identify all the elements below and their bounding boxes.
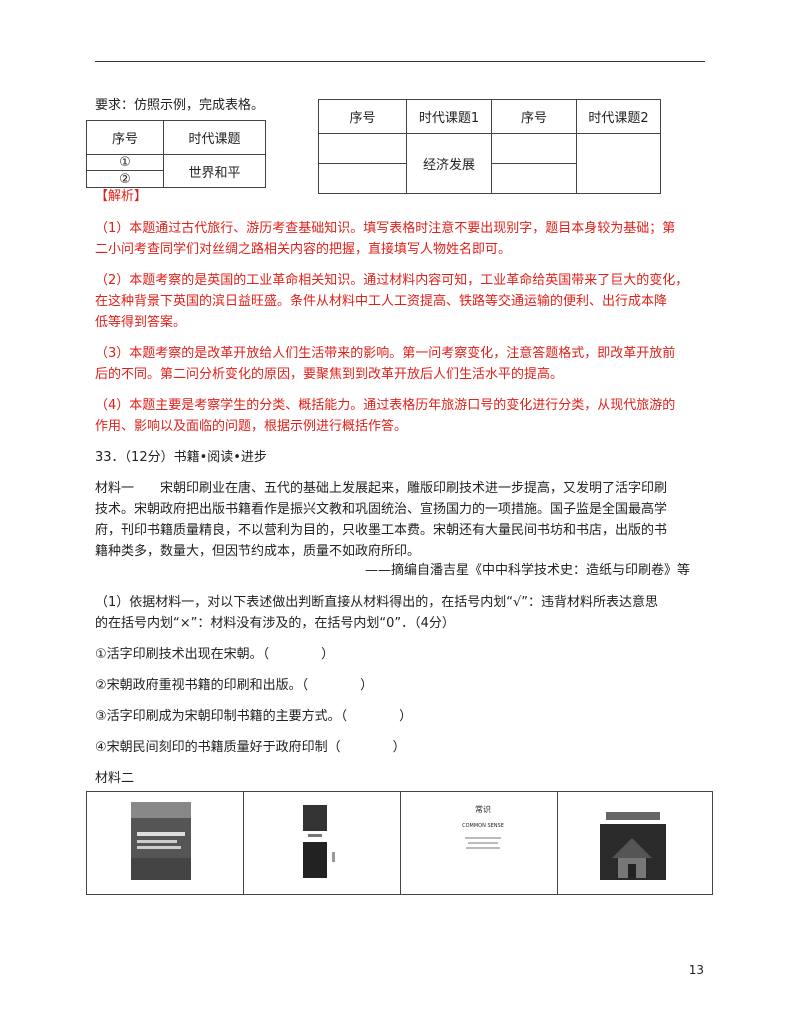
book-3-title: 常识 [475,805,491,814]
fill-cell-blank [318,133,407,164]
analysis-p4-line1: （4）本题主要是考察学生的分类、概括能力。通过表格历年旅游口号的变化进行分类，从… [95,398,676,413]
instruction-line2: 的在括号内划“×”：材料没有涉及的，在括号内划“0”．（4分） [95,616,455,631]
analysis-p2-line3: 低等得到答案。 [95,315,187,330]
book-cover-3: 常识 COMMON SENSE [459,800,507,880]
analysis-p3-line1: （3）本题考察的是改革开放给人们生活带来的影响。第一问考察变化，注意答题格式，即… [95,346,676,361]
material1-line2: 技术。宋朝政府把出版书籍看作是振兴文教和巩固统治、宣扬国力的一项措施。国子监是全… [95,502,668,517]
page-number: 13 [688,963,704,977]
fill-header-number-2: 序号 [491,99,577,134]
material1-line1: 材料一 宋朝印刷业在唐、五代的基础上发展起来，雕版印刷技术进一步提高，又发明了活… [95,481,668,496]
book-cover-4-image [598,798,668,882]
fill-header-number-1: 序号 [318,99,407,134]
book-cell-1 [86,791,244,895]
question-33-heading: 33．（12分）书籍•阅读•进步 [95,450,267,465]
material2-label: 材料二 [95,771,135,786]
fill-table: 序号 时代课题1 序号 时代课题2 经济发展 [318,99,661,194]
requirement-text: 要求：仿照示例，完成表格。 [95,98,265,113]
example-row1-topic: 世界和平 [163,154,266,188]
material1-line4: 籍种类多，数量大，但因节约成本，质量不如政府所印。 [95,544,421,559]
analysis-label: 【解析】 [95,189,148,204]
analysis-p2-line1: （2）本题考察的是英国的工业革命相关知识。通过材料内容可知，工业革命给英国带来了… [95,273,689,288]
example-table: 序号 时代课题 ① 世界和平 ② [86,120,266,188]
book-3-english-title: COMMON SENSE [462,823,504,829]
judgement-item-3: ③活字印刷成为宋朝印制书籍的主要方式。（ ） [95,709,413,724]
material1-source: ——摘编自潘吉星《中中科学技术史：造纸与印刷卷》等 [364,563,690,578]
judgement-item-1: ①活字印刷技术出现在宋朝。（ ） [95,647,335,662]
analysis-p1-line2: 二小问考查同学们对丝绸之路相关内容的把握，直接填写人物姓名即可。 [95,242,512,257]
fill-cell-blank [491,163,577,194]
material1-line3: 府，刊印书籍质量精良，不以营利为目的，只收墨工本费。宋朝还有大量民间书坊和书店，… [95,523,668,538]
book-cell-2 [243,791,401,895]
analysis-p3-line2: 后的不同。第二问分析变化的原因，要聚焦到到改革开放后人们生活水平的提高。 [95,367,564,382]
fill-cell-blank [491,133,577,164]
header-rule [95,61,705,62]
example-header-topic: 时代课题 [163,120,266,155]
example-header-number: 序号 [86,120,164,155]
example-row1-number: ① [86,154,164,171]
book-images-table: 常识 COMMON SENSE [86,791,713,895]
book-cover-1-image [131,802,191,880]
analysis-p1-line1: （1）本题通过古代旅行、游历考查基础知识。填写表格时注意不要出现别字，题目本身较… [95,221,676,236]
instruction-line1: （1）依据材料一，对以下表述做出判断直接从材料得出的，在括号内划“√”：违背材料… [95,595,659,610]
fill-header-topic-2: 时代课题2 [576,99,661,134]
fill-header-topic-1: 时代课题1 [406,99,492,134]
fill-cell-economy: 经济发展 [406,133,492,194]
fill-cell-blank [318,163,407,194]
analysis-p2-line2: 在这种背景下英国的滨日益旺盛。条件从材料中工人工资提高、铁路等交通运输的便利、出… [95,294,668,309]
book-cover-2-image [298,800,344,882]
example-row2-number: ② [86,170,164,188]
judgement-item-4: ④宋朝民间刻印的书籍质量好于政府印制（ ） [95,740,406,755]
book-cell-4 [557,791,713,895]
judgement-item-2: ②宋朝政府重视书籍的印刷和出版。（ ） [95,678,374,693]
book-cell-3: 常识 COMMON SENSE [400,791,558,895]
fill-cell-blank [576,133,661,194]
analysis-p4-line2: 作用、影响以及面临的问题，根据示例进行概括作答。 [95,419,408,434]
